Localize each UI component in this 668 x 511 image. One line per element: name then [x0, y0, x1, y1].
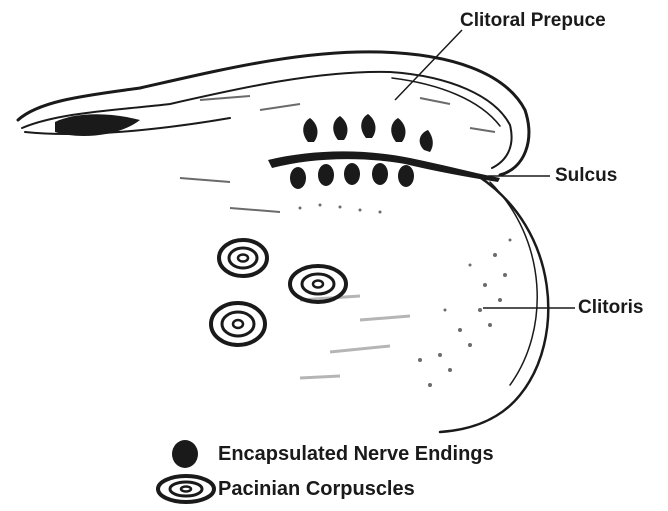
clitoris-stippling [299, 204, 512, 388]
corpuscle-1 [219, 240, 267, 276]
clitoris-outline [440, 176, 548, 432]
prepuce-shape [18, 52, 529, 175]
corpuscle-3 [211, 303, 265, 345]
leader-lines [395, 30, 575, 308]
legend-encapsulated-icon [172, 440, 198, 468]
leader-clitoral-prepuce [395, 30, 462, 100]
label-sulcus: Sulcus [555, 165, 617, 187]
encapsulated-nerve-endings [290, 114, 433, 189]
legend-symbols [158, 440, 214, 502]
clitoris-hatching [300, 296, 410, 378]
pacinian-corpuscles [211, 240, 346, 345]
label-clitoris: Clitoris [578, 297, 643, 319]
corpuscle-2 [290, 266, 346, 302]
label-clitoral-prepuce: Clitoral Prepuce [460, 10, 606, 32]
legend-encapsulated-label: Encapsulated Nerve Endings [218, 443, 494, 465]
legend-pacinian-label: Pacinian Corpuscles [218, 478, 415, 500]
legend-pacinian-icon [158, 476, 214, 502]
prepuce-shading [55, 114, 140, 136]
